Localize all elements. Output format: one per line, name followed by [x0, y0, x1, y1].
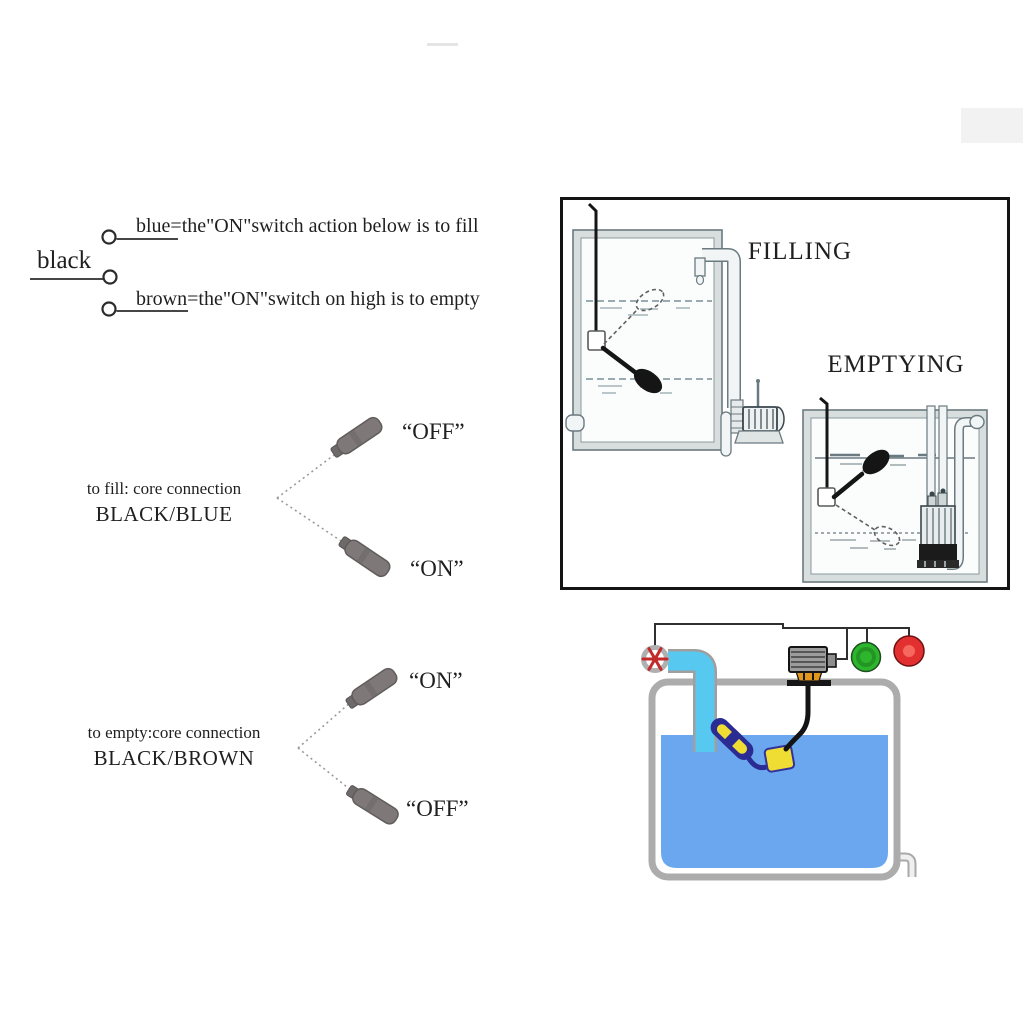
empty-lower-state-label: “OFF”	[406, 796, 469, 821]
wire-motor-drop	[837, 628, 848, 660]
inlet-pipe	[668, 649, 717, 752]
green-lamp	[850, 641, 882, 673]
emptying-float-up	[862, 449, 890, 475]
operation-diagram-svg	[565, 202, 988, 583]
branch-bottom-label: brown=the"ON"switch on high is to empty	[136, 288, 480, 310]
valve-wheel-icon	[641, 645, 669, 673]
terminal-circle-black	[102, 269, 118, 285]
scan-artifact-box	[961, 108, 1023, 143]
motor-plug	[826, 653, 837, 668]
tank-water	[661, 735, 888, 868]
control-motor	[787, 646, 837, 686]
emptying-tank-drawing	[802, 396, 988, 583]
filling-label: FILLING	[747, 238, 853, 265]
counterweight	[763, 744, 796, 773]
submersible-pump	[917, 488, 959, 568]
outlet-pipe	[893, 852, 917, 877]
wire-bus	[654, 623, 910, 647]
float-switch-icon-fill-on	[338, 536, 391, 578]
fill-section-title: to fill: core connection	[86, 479, 242, 498]
float-switch-icon-empty-on	[345, 667, 398, 709]
emptying-label: EMPTYING	[827, 351, 965, 378]
filling-float-up-ghost	[635, 288, 665, 312]
terminal-circle-brown	[101, 301, 117, 317]
float-switch	[710, 718, 754, 760]
fill-upper-state-label: “OFF”	[402, 419, 465, 444]
filling-inlet-pipe	[694, 248, 741, 408]
terminal-circle-blue	[101, 229, 117, 245]
mount-plate	[787, 680, 831, 686]
red-lamp	[893, 635, 925, 667]
swing-dotted-lines	[276, 451, 353, 792]
wire-terminals	[101, 229, 118, 317]
filling-tank-outlet-nub	[565, 414, 585, 432]
emptying-float-down-ghost	[873, 525, 901, 547]
branch-top-label: blue=the"ON"switch action below is to fi…	[136, 215, 479, 237]
empty-section-cores: BLACK/BROWN	[93, 746, 255, 770]
filling-tank-drawing	[565, 202, 785, 457]
motor-body	[788, 646, 828, 673]
dotted-line	[276, 451, 339, 499]
emptying-float-switch	[817, 396, 901, 547]
dotted-line	[276, 497, 345, 544]
empty-section-title: to empty:core connection	[87, 723, 261, 742]
float-switch-icon-fill-off	[330, 416, 383, 458]
operation-diagram-frame	[560, 197, 1010, 590]
float-cable	[745, 754, 774, 771]
float-switch-icon-empty-off	[346, 785, 399, 825]
tank-body	[648, 678, 901, 881]
dotted-line	[297, 701, 352, 749]
dotted-line	[297, 747, 353, 792]
fill-lower-state-label: “ON”	[410, 556, 464, 581]
level-control-illustration	[641, 623, 925, 881]
filling-float-down	[633, 368, 663, 394]
scan-artifact-line	[427, 43, 458, 46]
float-switch-icons	[330, 416, 399, 825]
empty-upper-state-label: “ON”	[409, 668, 463, 693]
mount-base	[795, 670, 823, 682]
filling-pump	[720, 379, 785, 457]
controller-cable	[783, 683, 811, 752]
filling-float-switch	[587, 202, 665, 394]
common-wire-label: black	[37, 247, 92, 274]
signal-wires	[654, 623, 910, 660]
fill-section-cores: BLACK/BLUE	[95, 502, 233, 526]
